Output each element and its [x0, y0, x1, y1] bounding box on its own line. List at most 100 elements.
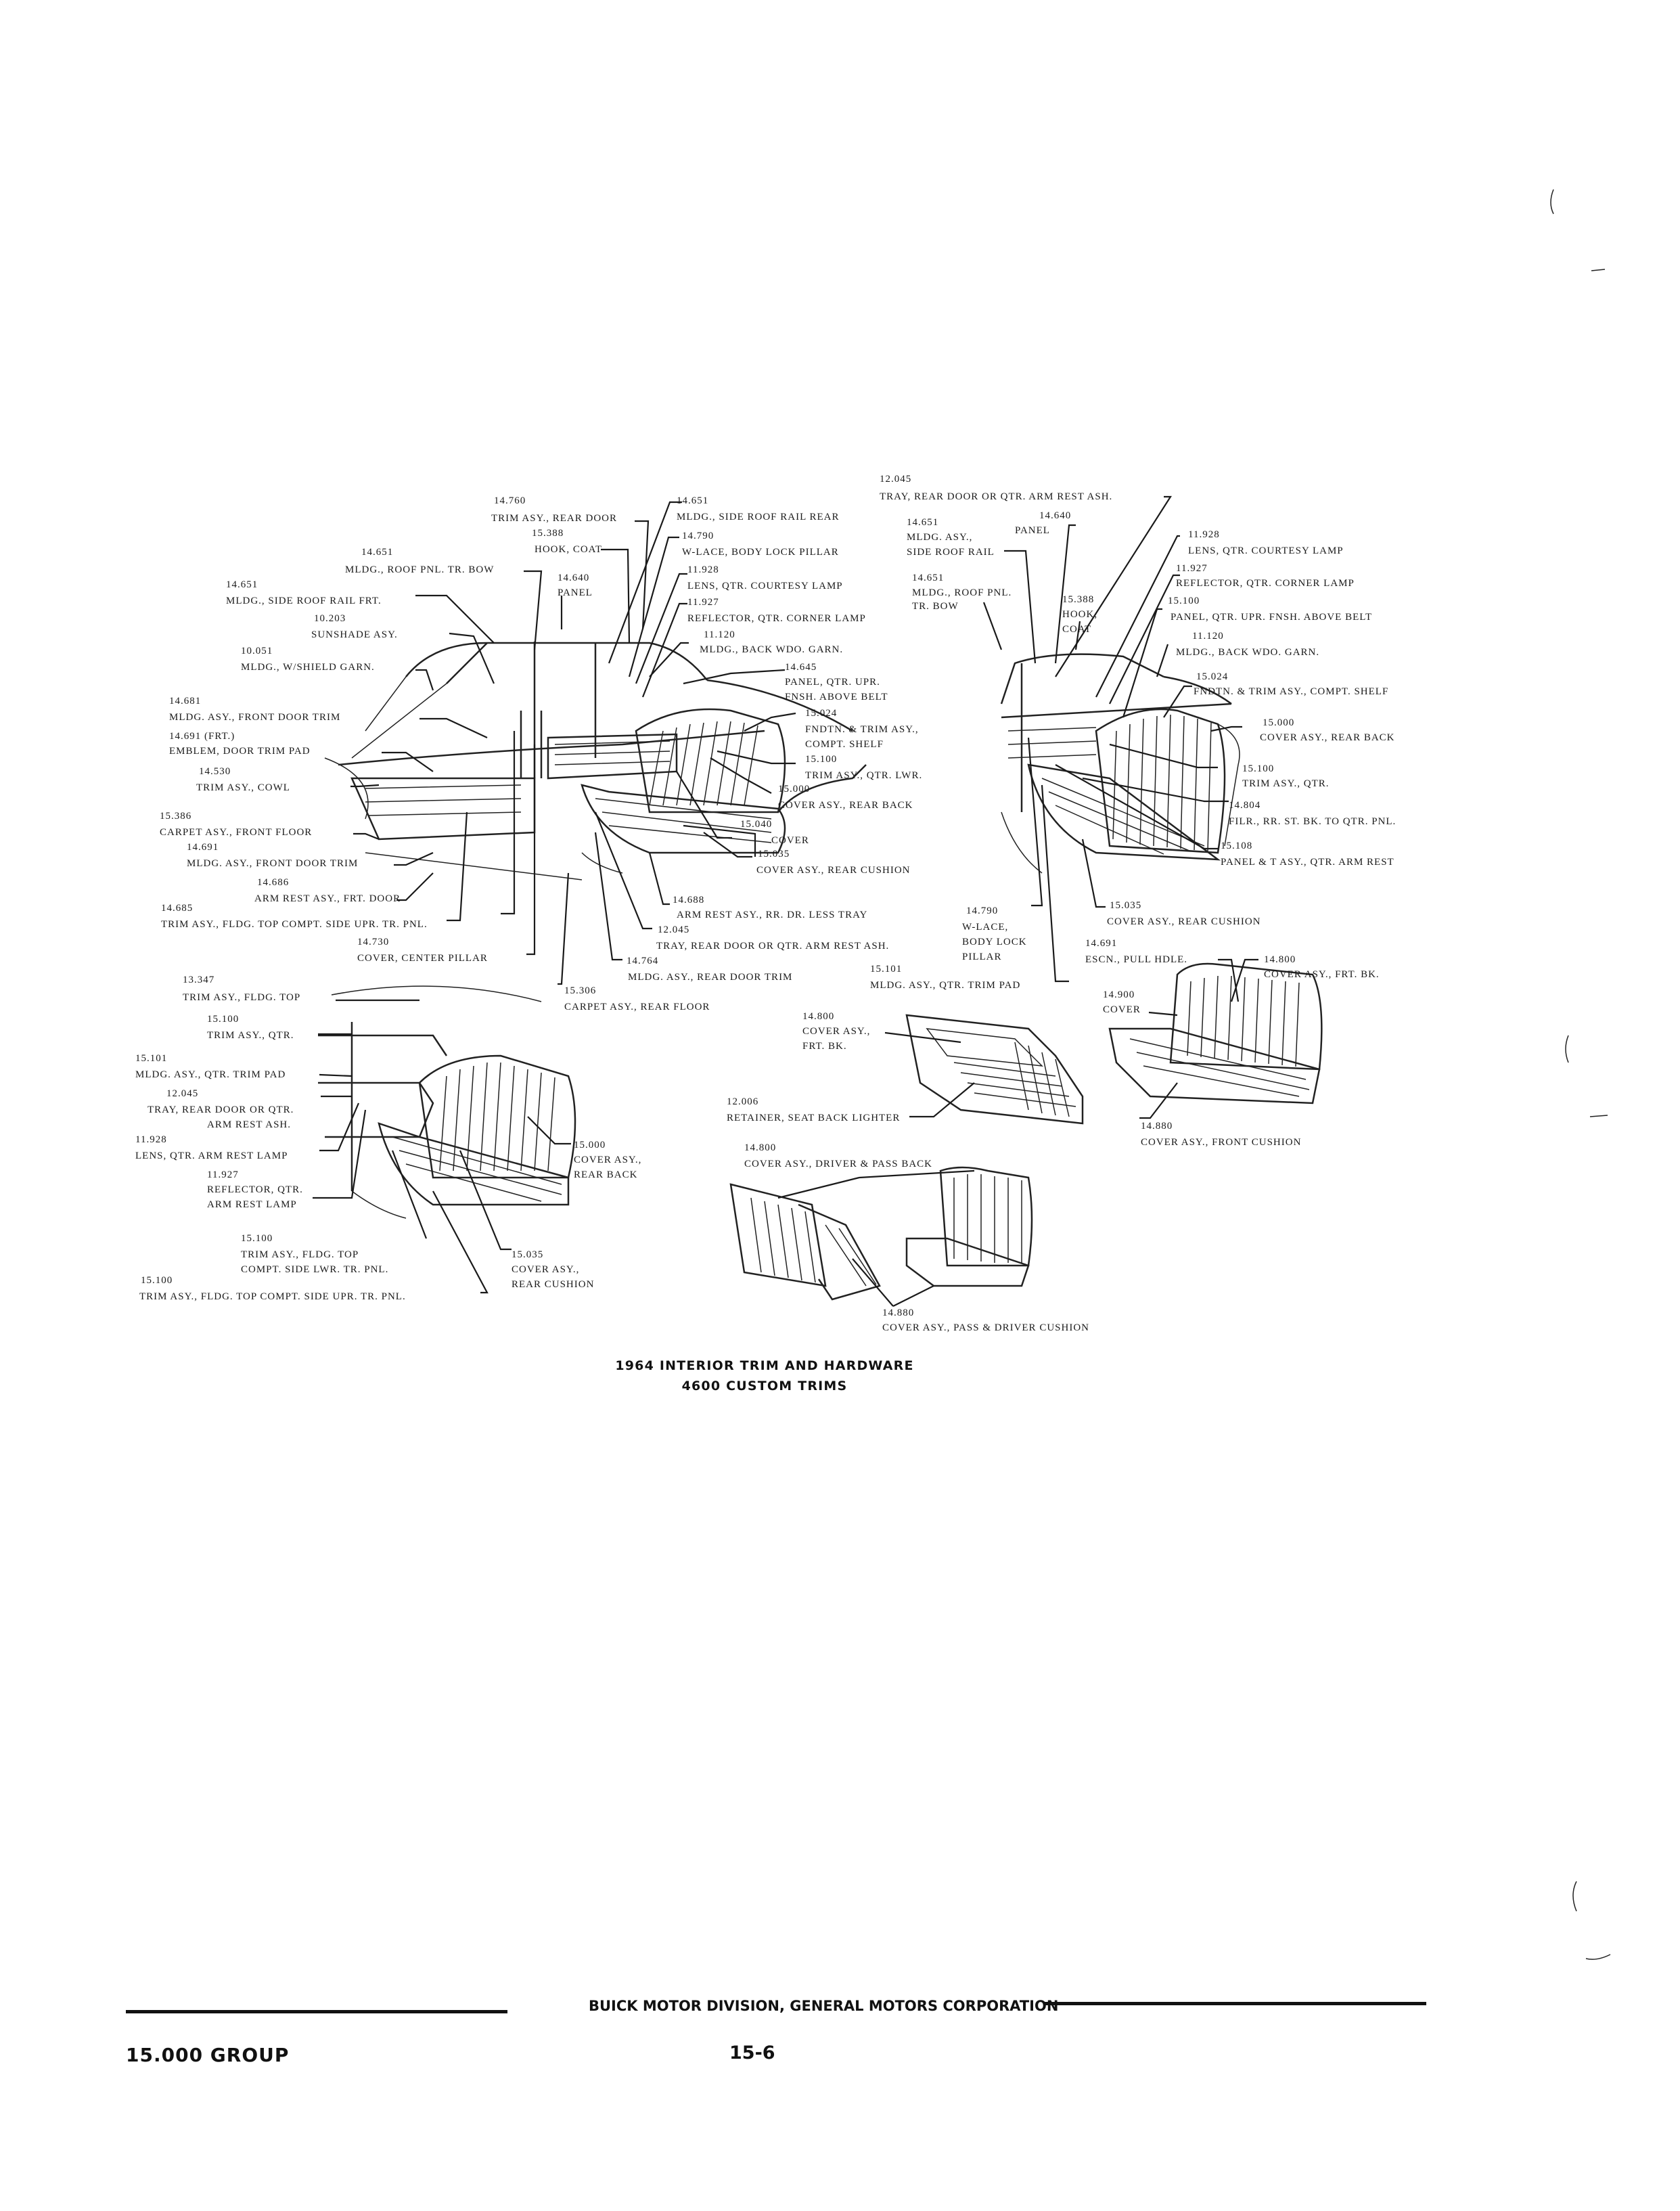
- label-14764-desc: MLDG. ASY., REAR DOOR TRIM: [628, 972, 792, 983]
- label-14651b-part-no: 14.651: [361, 547, 393, 558]
- label-14800a-part-no: 14.800: [1264, 954, 1296, 965]
- label-15040-desc: COVER: [771, 835, 809, 846]
- label-15035b-desc: COVER ASY., REAR CUSHION: [1107, 916, 1261, 927]
- label-15035c-desc-1: COVER ASY.,: [512, 1264, 579, 1275]
- label-11927c-part-no: 11.927: [207, 1169, 239, 1180]
- label-11927b-part-no: 11.927: [1176, 563, 1208, 574]
- label-10051-desc: MLDG., W/SHIELD GARN.: [241, 662, 375, 673]
- part-labels: 14.760 TRIM ASY., REAR DOOR 14.651 MLDG.…: [135, 474, 1395, 1333]
- label-14651b-desc: MLDG., ROOF PNL. TR. BOW: [345, 564, 494, 575]
- label-14790a-part-no: 14.790: [682, 531, 714, 541]
- label-15100d-desc: TRIM ASY., QTR.: [207, 1030, 294, 1041]
- label-15000b-desc: COVER ASY., REAR BACK: [1260, 732, 1395, 743]
- label-11927c-desc-2: ARM REST LAMP: [207, 1199, 297, 1210]
- label-15100b-desc: PANEL, QTR. UPR. FNSH. ABOVE BELT: [1171, 612, 1372, 623]
- label-15108-part-no: 15.108: [1221, 841, 1252, 851]
- label-15386-desc: CARPET ASY., FRONT FLOOR: [160, 827, 312, 838]
- label-12045c-part-no: 12.045: [166, 1088, 198, 1099]
- footer-rule-right: [1045, 2002, 1426, 2005]
- caption-line-2: 4600 CUSTOM TRIMS: [681, 1379, 848, 1393]
- label-14790a-desc: W-LACE, BODY LOCK PILLAR: [682, 547, 839, 558]
- label-14640a-desc: PANEL: [558, 587, 593, 598]
- label-15024a-desc-1: FNDTN. & TRIM ASY.,: [805, 724, 919, 735]
- label-14790b-desc-2: BODY LOCK: [962, 937, 1027, 947]
- label-15306-desc: CARPET ASY., REAR FLOOR: [564, 1002, 710, 1012]
- label-11927b-desc: REFLECTOR, QTR. CORNER LAMP: [1176, 578, 1355, 589]
- label-11120a-desc: MLDG., BACK WDO. GARN.: [700, 644, 843, 655]
- label-15388a-part-no: 15.388: [532, 528, 564, 539]
- label-14651e-desc-2: TR. BOW: [912, 601, 959, 612]
- label-15024b-part-no: 15.024: [1196, 671, 1228, 682]
- label-14651e-part-no: 14.651: [912, 573, 944, 583]
- label-15101b-part-no: 15.101: [135, 1053, 167, 1064]
- label-14651c-part-no: 14.651: [226, 579, 258, 590]
- label-13347-part-no: 13.347: [183, 975, 214, 985]
- label-14691frt-desc: EMBLEM, DOOR TRIM PAD: [169, 746, 311, 757]
- label-14685-part-no: 14.685: [161, 903, 193, 914]
- label-14691b-desc: ESCN., PULL HDLE.: [1085, 954, 1187, 965]
- label-14681-part-no: 14.681: [169, 696, 201, 707]
- label-15024b-desc: FNDTN. & TRIM ASY., COMPT. SHELF: [1194, 686, 1388, 697]
- label-12045c-desc-2: ARM REST ASH.: [207, 1119, 291, 1130]
- label-11927a-desc: REFLECTOR, QTR. CORNER LAMP: [687, 613, 866, 624]
- label-10051-part-no: 10.051: [241, 646, 273, 656]
- label-15000a-desc: COVER ASY., REAR BACK: [778, 800, 913, 811]
- sedan-interior-illustration: [324, 642, 867, 880]
- label-15035b-part-no: 15.035: [1110, 900, 1141, 911]
- leader-lines: [313, 495, 1258, 1307]
- label-15386-part-no: 15.386: [160, 811, 191, 822]
- label-14760-desc: TRIM ASY., REAR DOOR: [491, 513, 617, 524]
- label-12006-desc: RETAINER, SEAT BACK LIGHTER: [727, 1113, 900, 1123]
- label-14900-desc: COVER: [1103, 1004, 1141, 1015]
- footer-rule-left: [126, 2010, 507, 2013]
- label-15101a-desc: MLDG. ASY., QTR. TRIM PAD: [870, 980, 1020, 991]
- label-15388b-desc-2: COAT: [1062, 624, 1091, 635]
- label-14688-desc: ARM REST ASY., RR. DR. LESS TRAY: [677, 910, 867, 920]
- label-14800b-part-no: 14.800: [802, 1011, 834, 1022]
- label-11928c-part-no: 11.928: [135, 1134, 167, 1145]
- label-15100f-desc: TRIM ASY., FLDG. TOP COMPT. SIDE UPR. TR…: [139, 1291, 406, 1302]
- label-15035c-part-no: 15.035: [512, 1249, 543, 1260]
- figure-caption: 1964 INTERIOR TRIM AND HARDWARE 4600 CUS…: [514, 1358, 1015, 1393]
- label-15100b-part-no: 15.100: [1168, 596, 1200, 606]
- label-14880b-part-no: 14.880: [882, 1308, 914, 1318]
- label-14681-desc: MLDG. ASY., FRONT DOOR TRIM: [169, 712, 340, 723]
- label-15035c-desc-2: REAR CUSHION: [512, 1279, 594, 1290]
- label-15035a-desc: COVER ASY., REAR CUSHION: [756, 865, 911, 876]
- label-14800a-desc: COVER ASY., FRT. BK.: [1264, 969, 1380, 980]
- label-15000b-part-no: 15.000: [1263, 717, 1294, 728]
- label-11927c-desc-1: REFLECTOR, QTR.: [207, 1184, 303, 1195]
- label-14800c-desc: COVER ASY., DRIVER & PASS BACK: [744, 1159, 932, 1169]
- label-14651c-desc: MLDG., SIDE ROOF RAIL FRT.: [226, 596, 382, 606]
- label-11927a-part-no: 11.927: [687, 597, 719, 608]
- label-12045a-desc: TRAY, REAR DOOR OR QTR. ARM REST ASH.: [656, 941, 889, 952]
- label-15000c-part-no: 15.000: [574, 1140, 606, 1151]
- label-15024a-part-no: 15.024: [805, 708, 837, 719]
- label-15100e-desc-2: COMPT. SIDE LWR. TR. PNL.: [241, 1264, 388, 1275]
- label-14688-part-no: 14.688: [673, 895, 704, 906]
- label-14645-desc-2: FNSH. ABOVE BELT: [785, 692, 888, 702]
- label-14651e-desc-1: MLDG., ROOF PNL.: [912, 587, 1012, 598]
- label-11928b-desc: LENS, QTR. COURTESY LAMP: [1188, 545, 1344, 556]
- label-11928a-part-no: 11.928: [687, 564, 719, 575]
- label-12045b-desc: TRAY, REAR DOOR OR QTR. ARM REST ASH.: [880, 491, 1112, 502]
- label-14651d-part-no: 14.651: [907, 517, 938, 528]
- front-bench-seat-back-illustration: [905, 1014, 1084, 1125]
- label-14800b-desc-1: COVER ASY.,: [802, 1026, 870, 1037]
- label-15101a-part-no: 15.101: [870, 964, 902, 975]
- label-15100c-part-no: 15.100: [1242, 763, 1274, 774]
- label-12045a-part-no: 12.045: [658, 924, 689, 935]
- label-15035a-part-no: 15.035: [758, 849, 790, 859]
- label-14880a-desc: COVER ASY., FRONT CUSHION: [1141, 1137, 1301, 1148]
- label-10203-part-no: 10.203: [314, 613, 346, 624]
- label-14691b-part-no: 14.691: [1085, 938, 1117, 949]
- label-14760-part-no: 14.760: [494, 495, 526, 506]
- label-14800c-part-no: 14.800: [744, 1142, 776, 1153]
- label-14686a-desc: ARM REST ASY., FRT. DOOR: [254, 893, 401, 904]
- label-15100c-desc: TRIM ASY., QTR.: [1242, 778, 1330, 789]
- label-15108-desc: PANEL & T ASY., QTR. ARM REST: [1221, 857, 1394, 868]
- label-14685-desc: TRIM ASY., FLDG. TOP COMPT. SIDE UPR. TR…: [161, 919, 428, 930]
- label-14800b-desc-2: FRT. BK.: [802, 1041, 847, 1052]
- label-13347-desc: TRIM ASY., FLDG. TOP: [183, 992, 300, 1003]
